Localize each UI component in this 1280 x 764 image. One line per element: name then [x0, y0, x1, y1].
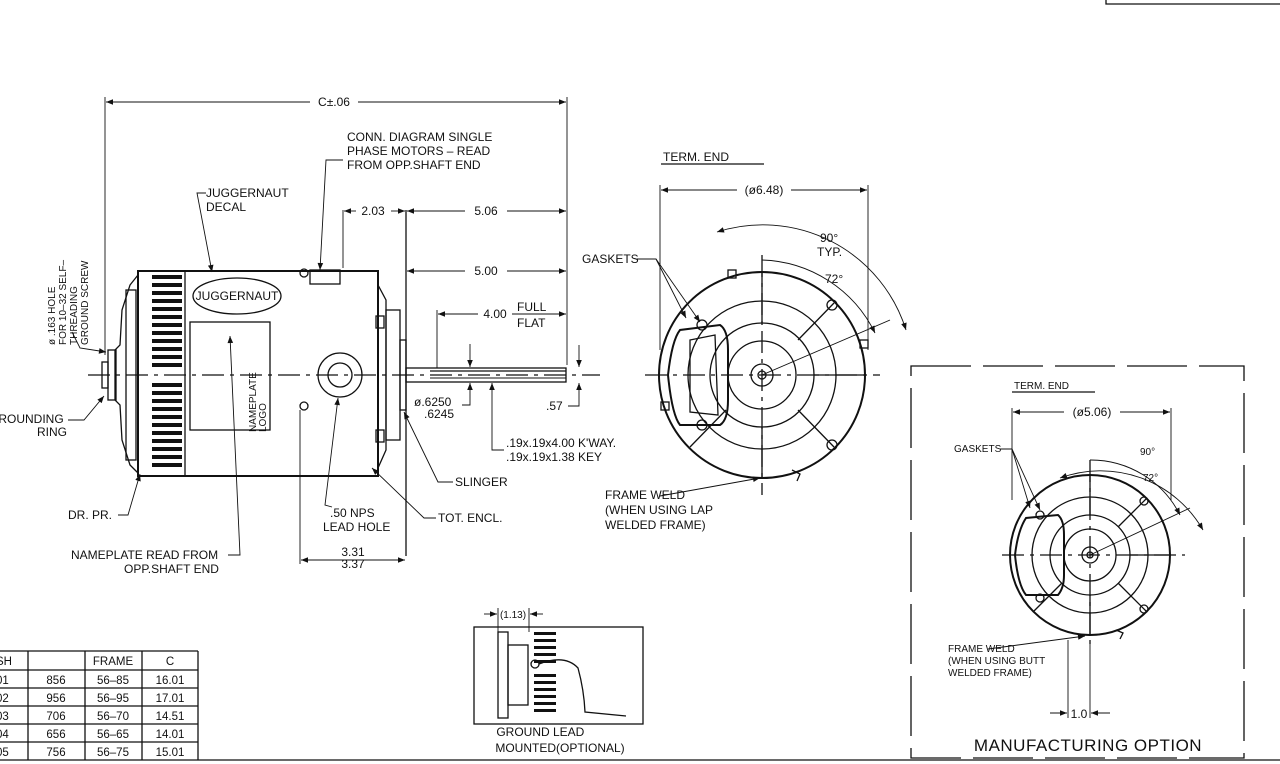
nameplate-logo-text: NAMEPLATE LOGO [248, 369, 269, 432]
svg-text:56–70: 56–70 [97, 711, 129, 723]
svg-text:04: 04 [0, 729, 9, 741]
svg-text:05: 05 [0, 747, 9, 759]
angle-90-label: 90° TYP. [817, 231, 842, 259]
motor-frame [137, 270, 379, 477]
mfg-angle-90: 90° [1140, 447, 1155, 458]
svg-text:656: 656 [46, 729, 65, 741]
mfg-gaskets-label: GASKETS [954, 444, 1002, 455]
term-end-title: TERM. END [663, 150, 729, 164]
svg-text:756: 756 [46, 747, 65, 759]
dim-c-label: C±.06 [318, 95, 350, 109]
juggernaut-decal-note: JUGGERNAUT DECAL [206, 186, 292, 214]
shaft-diameter-note: ø.6250 .6245 [414, 395, 455, 421]
manufacturing-option-caption: MANUFACTURING OPTION [974, 736, 1202, 755]
svg-text:03: 03 [0, 711, 9, 723]
manufacturing-option-frame [910, 365, 1245, 759]
shaft [405, 367, 567, 383]
frame-weld-note: FRAME WELD (WHEN USING LAP WELDED FRAME) [605, 488, 716, 532]
table-row: 05 756 56–75 15.01 [0, 747, 184, 759]
dim-331: 3.31 [341, 545, 365, 559]
dim-400: 4.00 [483, 307, 507, 321]
conn-diagram-note: CONN. DIAGRAM SINGLE PHASE MOTORS – READ… [347, 130, 496, 172]
nameplate-read-note: NAMEPLATE READ FROM OPP.SHAFT END [71, 548, 221, 576]
dim-203: 2.03 [361, 204, 385, 218]
ground-lead-caption: GROUND LEAD MOUNTED(OPTIONAL) [495, 725, 624, 755]
table-header-sh: SH [0, 656, 12, 668]
table-header-c: C [166, 656, 174, 668]
ground-lead-view: (1.13) GROUND LEAD MOUNTED(OPTIONAL) [473, 608, 644, 755]
svg-text:856: 856 [46, 675, 65, 687]
table-row: 01 856 56–85 16.01 [0, 675, 184, 687]
mfg-diameter: (ø5.06) [1073, 405, 1112, 419]
table-row: 03 706 56–70 14.51 [0, 711, 184, 723]
dr-pr-note: DR. PR. [68, 508, 112, 522]
svg-text:17.01: 17.01 [156, 693, 185, 705]
ground-lead-frame [473, 626, 644, 725]
tot-encl-note: TOT. ENCL. [438, 511, 502, 525]
table-header-frame: FRAME [93, 656, 134, 668]
svg-text:14.51: 14.51 [156, 711, 185, 723]
keyway-note: .19x.19x4.00 K'WAY. .19x.19x1.38 KEY [506, 436, 619, 464]
mfg-dim-10: 1.0 [1071, 707, 1088, 721]
ground-lead-dim: (1.13) [500, 610, 526, 621]
lead-hole-note: .50 NPS LEAD HOLE [323, 506, 390, 534]
ground-lead-fins [534, 632, 556, 712]
mfg-term-end-title: TERM. END [1014, 381, 1069, 392]
dim-500: 5.00 [474, 264, 498, 278]
term-end-diameter: (ø6.48) [745, 183, 784, 197]
ground-screw-note: ø .163 HOLE FOR 10–32 SELF– THREADING GR… [47, 257, 91, 345]
cooling-fins [125, 275, 182, 467]
svg-text:14.01: 14.01 [156, 729, 185, 741]
table-row: 04 656 56–65 14.01 [0, 729, 184, 741]
juggernaut-decal-text: JUGGERNAUT [196, 289, 279, 303]
dim-506: 5.06 [474, 204, 498, 218]
frame-table: SH FRAME C 01 856 56–85 16.01 02 956 56–… [0, 650, 1280, 761]
side-view: C±.06 CONN. DIAGRAM SINGLE PHASE MOTORS … [0, 95, 619, 576]
mfg-frame-weld-note: FRAME WELD (WHEN USING BUTT WELDED FRAME… [948, 644, 1048, 679]
gaskets-label: GASKETS [582, 252, 639, 266]
table-row: 02 956 56–95 17.01 [0, 693, 184, 705]
dim-57: .57 [546, 399, 563, 413]
svg-text:15.01: 15.01 [156, 747, 185, 759]
svg-text:56–95: 56–95 [97, 693, 129, 705]
grounding-ring-note: GROUNDING RING [0, 412, 67, 439]
lead-hole-boss [317, 352, 363, 398]
title-block-edge [1105, 0, 1280, 5]
svg-text:56–85: 56–85 [97, 675, 129, 687]
ground-lead-wire [538, 659, 627, 717]
angle-72-label: 72° [825, 272, 843, 286]
svg-text:56–75: 56–75 [97, 747, 129, 759]
svg-text:706: 706 [46, 711, 65, 723]
full-flat-label: FULL FLAT [517, 300, 549, 330]
juggernaut-decal [192, 277, 282, 315]
svg-text:56–65: 56–65 [97, 729, 129, 741]
slinger-note: SLINGER [455, 475, 508, 489]
dim-337: 3.37 [341, 557, 365, 571]
svg-text:02: 02 [0, 693, 9, 705]
mfg-angle-72: 72° [1143, 473, 1158, 484]
svg-text:01: 01 [0, 675, 9, 687]
svg-text:956: 956 [46, 693, 65, 705]
terminal-box [666, 323, 729, 426]
svg-text:16.01: 16.01 [156, 675, 185, 687]
manufacturing-option-view: TERM. END (ø5.06) 90° 72° GASKETS [910, 365, 1245, 759]
term-end-view: TERM. END (ø6.48) [582, 150, 907, 532]
nameplate [189, 321, 271, 431]
